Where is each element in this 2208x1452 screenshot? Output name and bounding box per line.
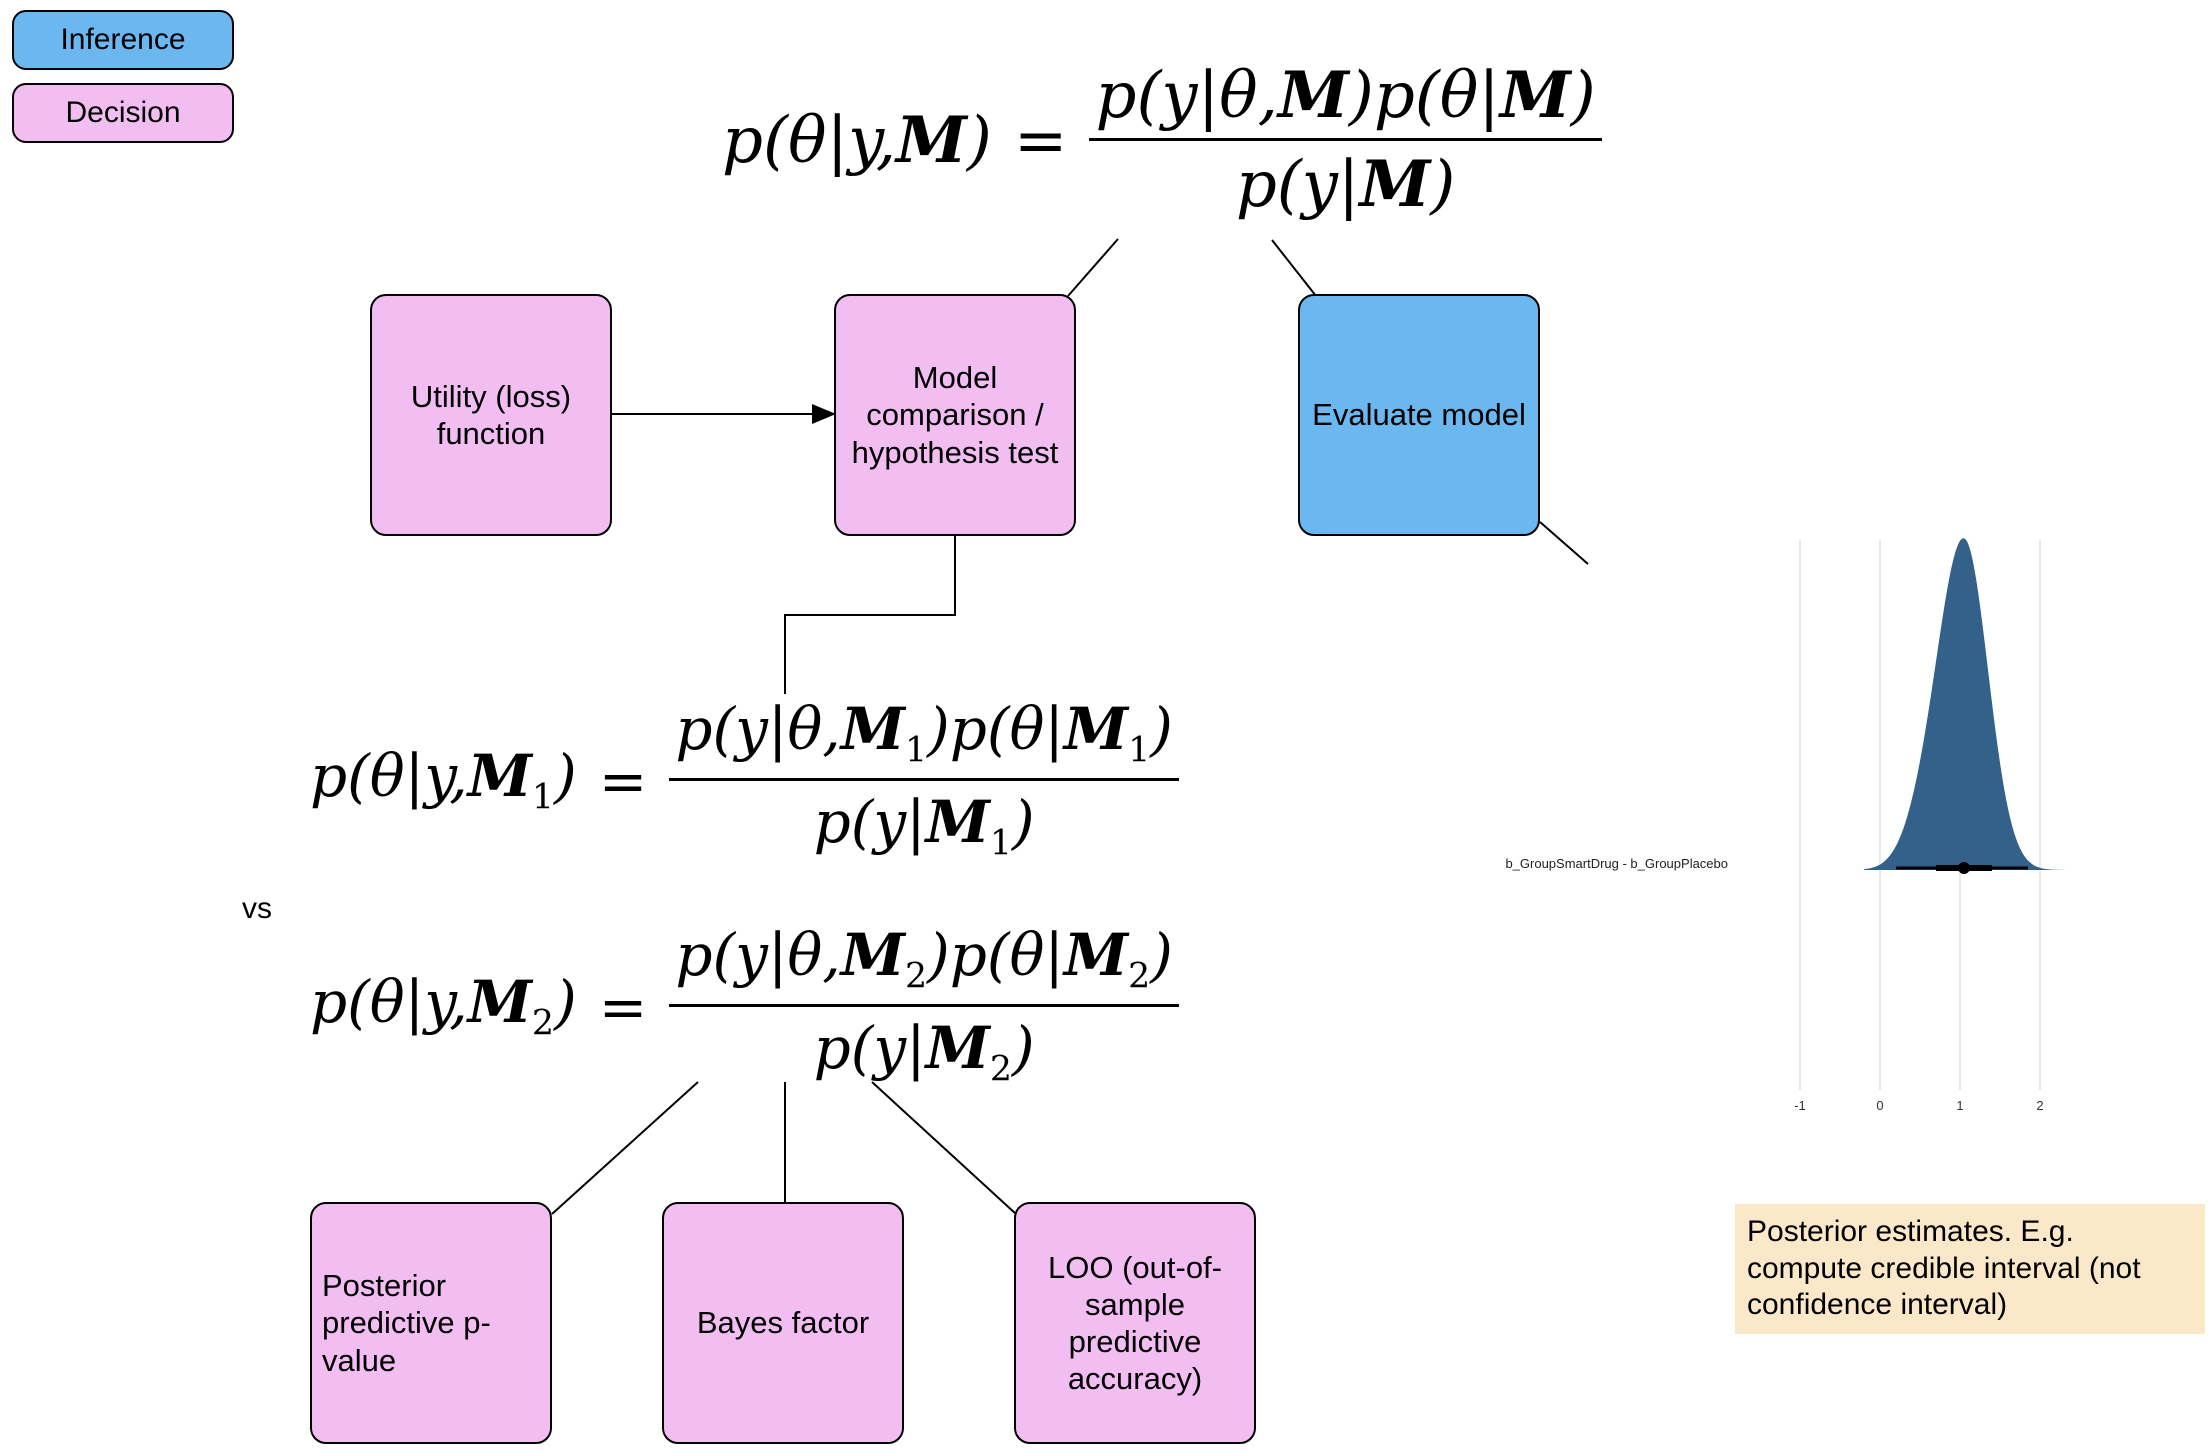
legend-inference-label: Inference [60, 23, 186, 56]
model-comparison-label: Model comparison / hypothesis test [851, 360, 1059, 470]
posterior-estimates-note-text: Posterior estimates. E.g. compute credib… [1747, 1215, 2141, 1322]
posterior-predictive-label: Posterior predictive p-value [322, 1268, 491, 1378]
x-tick-label: -1 [1794, 1098, 1806, 1113]
loo-box: LOO (out-of-sample predictive accuracy) [1014, 1202, 1256, 1444]
comparison-to-model-equations-line [784, 536, 956, 694]
posterior-mean-point [1958, 862, 1970, 874]
loo-label: LOO (out-of-sample predictive accuracy) [1048, 1249, 1222, 1397]
posterior-parameter-label: b_GroupSmartDrug - b_GroupPlacebo [1505, 856, 1728, 871]
x-tick-label: 1 [1956, 1098, 1963, 1113]
posterior-estimates-note: Posterior estimates. E.g. compute credib… [1735, 1204, 2205, 1334]
legend-inference: Inference [12, 10, 234, 70]
equation-to-ppp-line [551, 1081, 699, 1215]
x-tick-label: 2 [2036, 1098, 2043, 1113]
bayes-equation-model-2: p(θ|y,M2)= p(y|θ,M2)p(θ|M2) p(y|M2) [310, 926, 1179, 1088]
bayes-equation-model-1: p(θ|y,M1)= p(y|θ,M1)p(θ|M1) p(y|M1) [310, 700, 1179, 862]
bayes-equation-top: p(θ|y,M)= p(y|θ,M)p(θ|M) p(y|M) [722, 64, 1602, 217]
utility-loss-function-box: Utility (loss) function [370, 294, 612, 536]
equation-fraction: p(y|θ,M)p(θ|M) p(y|M) [1089, 64, 1602, 222]
equation-denominator: p(y|M) [1235, 147, 1456, 222]
bayes-factor-box: Bayes factor [662, 1202, 904, 1444]
posterior-predictive-box: Posterior predictive p-value [310, 1202, 552, 1444]
comparison-to-equation-line [1067, 238, 1119, 297]
equation-equals: = [1013, 103, 1068, 178]
equation-to-loo-line [871, 1081, 1017, 1215]
posterior-density-svg: -1 0 1 2 [1794, 538, 2088, 1113]
model-comparison-box: Model comparison / hypothesis test [834, 294, 1076, 536]
equation-numerator: p(y|θ,M)p(θ|M) [1089, 64, 1602, 141]
equation-lhs: p(θ|y,M) [722, 102, 992, 178]
vs-label: vs [242, 892, 272, 925]
utility-loss-function-label: Utility (loss) function [410, 378, 572, 451]
evaluate-model-label: Evaluate model [1312, 397, 1526, 433]
evaluate-to-plot-line [1539, 521, 1589, 565]
bayes-factor-label: Bayes factor [696, 1305, 870, 1341]
x-tick-label: 0 [1876, 1098, 1883, 1113]
legend-decision-label: Decision [65, 96, 181, 129]
posterior-plot: -1 0 1 2 b_GroupSmartDrug - b_GroupPlacebo [1505, 530, 2200, 1120]
evaluate-to-equation-line [1271, 239, 1317, 297]
legend-decision: Decision [12, 83, 234, 143]
posterior-density-area [1864, 538, 2088, 870]
evaluate-model-box: Evaluate model [1298, 294, 1540, 536]
